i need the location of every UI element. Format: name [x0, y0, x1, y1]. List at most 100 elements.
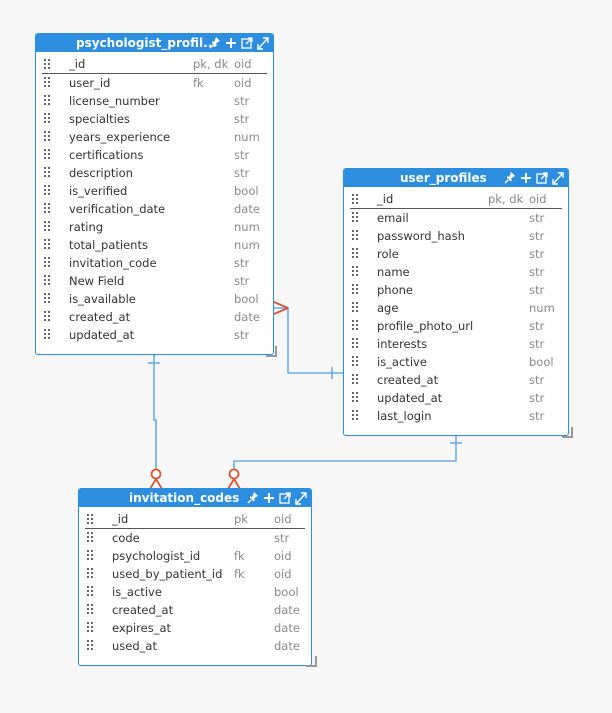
- drag-handle-icon[interactable]: [352, 302, 360, 314]
- drag-handle-icon[interactable]: [44, 275, 52, 287]
- drag-handle-icon[interactable]: [352, 266, 360, 278]
- drag-handle-icon[interactable]: [352, 338, 360, 350]
- drag-handle-icon[interactable]: [352, 320, 360, 332]
- relation-psychologist-user[interactable]: [272, 301, 345, 379]
- drag-handle-icon[interactable]: [44, 131, 52, 143]
- drag-handle-icon[interactable]: [87, 568, 95, 580]
- plus-icon[interactable]: [263, 491, 275, 505]
- expand-icon[interactable]: [257, 36, 269, 50]
- drag-handle-icon[interactable]: [87, 514, 95, 526]
- drag-handle-icon[interactable]: [87, 640, 95, 652]
- external-link-icon[interactable]: [241, 36, 253, 50]
- resize-handle[interactable]: [306, 656, 317, 667]
- table-title[interactable]: psychologist_profil...: [76, 36, 217, 50]
- drag-handle-icon[interactable]: [87, 550, 95, 562]
- drag-handle-icon[interactable]: [44, 203, 52, 215]
- drag-handle-icon[interactable]: [352, 230, 360, 242]
- drag-handle-icon[interactable]: [352, 284, 360, 296]
- table-title[interactable]: user_profiles: [400, 171, 487, 185]
- external-link-icon[interactable]: [279, 491, 291, 505]
- drag-handle-icon[interactable]: [352, 212, 360, 224]
- table-title[interactable]: invitation_codes: [129, 491, 240, 505]
- drag-handle-icon[interactable]: [352, 374, 360, 386]
- expand-icon[interactable]: [552, 171, 564, 185]
- drag-handle-icon[interactable]: [44, 293, 52, 305]
- relation-psychologist-invitation[interactable]: [148, 354, 163, 490]
- drag-handle-icon[interactable]: [352, 410, 360, 422]
- plus-icon[interactable]: [225, 36, 237, 50]
- drag-handle-icon[interactable]: [44, 149, 52, 161]
- pin-icon[interactable]: [209, 36, 221, 50]
- drag-handle-icon[interactable]: [44, 185, 52, 197]
- drag-handle-icon[interactable]: [44, 113, 52, 125]
- drag-handle-icon[interactable]: [44, 329, 52, 341]
- external-link-icon[interactable]: [536, 171, 548, 185]
- relation-user-invitation[interactable]: [227, 433, 462, 490]
- drag-handle-icon[interactable]: [87, 622, 95, 634]
- pin-icon[interactable]: [247, 491, 259, 505]
- drag-handle-icon[interactable]: [44, 59, 52, 71]
- drag-handle-icon[interactable]: [352, 392, 360, 404]
- pin-icon[interactable]: [504, 171, 516, 185]
- table-header[interactable]: user_profiles: [344, 169, 568, 187]
- drag-handle-icon[interactable]: [44, 311, 52, 323]
- drag-handle-icon[interactable]: [87, 604, 95, 616]
- plus-icon[interactable]: [520, 171, 532, 185]
- drag-handle-icon[interactable]: [352, 356, 360, 368]
- table-header[interactable]: invitation_codes: [79, 489, 311, 507]
- expand-icon[interactable]: [295, 491, 307, 505]
- drag-handle-icon[interactable]: [44, 95, 52, 107]
- drag-handle-icon[interactable]: [44, 77, 52, 89]
- drag-handle-icon[interactable]: [352, 248, 360, 260]
- drag-handle-icon[interactable]: [44, 221, 52, 233]
- table-header[interactable]: psychologist_profil...: [36, 34, 273, 52]
- drag-handle-icon[interactable]: [44, 257, 52, 269]
- drag-handle-icon[interactable]: [352, 194, 360, 206]
- drag-handle-icon[interactable]: [87, 532, 95, 544]
- resize-handle[interactable]: [562, 427, 573, 438]
- resize-handle[interactable]: [266, 346, 277, 357]
- drag-handle-icon[interactable]: [87, 586, 95, 598]
- drag-handle-icon[interactable]: [44, 167, 52, 179]
- drag-handle-icon[interactable]: [44, 239, 52, 251]
